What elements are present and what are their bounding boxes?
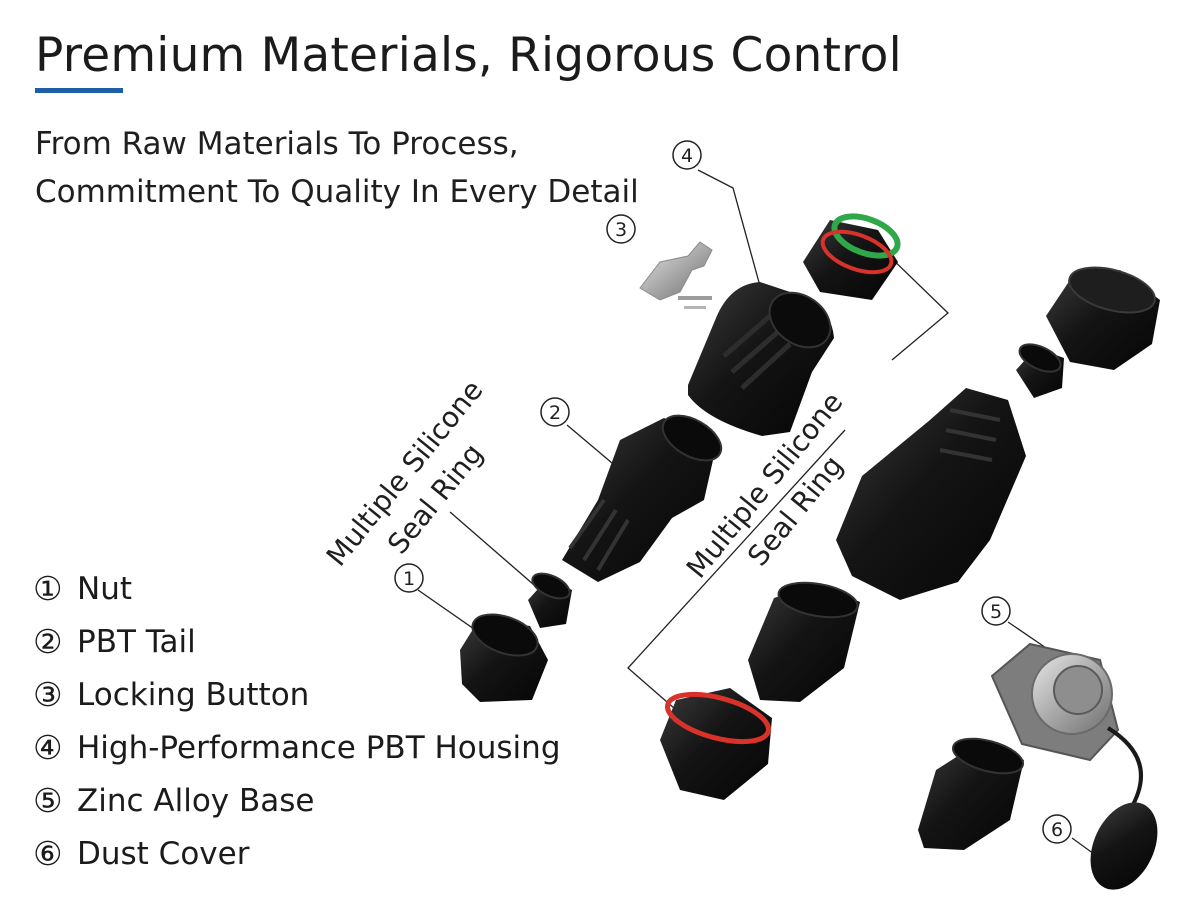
- nut-opening: [471, 613, 539, 657]
- part-item-locking-button: ③ Locking Button: [33, 668, 561, 721]
- badge-nut-number: 1: [403, 568, 415, 590]
- badge-cover: 6: [1042, 814, 1072, 844]
- badge-tail-number: 2: [549, 402, 561, 424]
- green-seal-ring: [831, 213, 901, 259]
- nut-part: [460, 613, 548, 702]
- part-label: Locking Button: [77, 676, 310, 713]
- page-title: Premium Materials, Rigorous Control: [35, 28, 902, 83]
- seal-callout-left: Multiple Silicone Seal Ring: [320, 374, 490, 573]
- badge-button-number: 3: [615, 219, 627, 241]
- leader-line-seal-left: [449, 511, 542, 592]
- receptacle-ridges: [939, 408, 1001, 462]
- receptacle-body-part: [836, 388, 1026, 600]
- small-seal-right-part: [1016, 343, 1064, 398]
- badge-cover-number: 6: [1051, 819, 1063, 841]
- part-label: Nut: [77, 570, 132, 607]
- part-number: ②: [33, 622, 63, 661]
- tail-ridges: [568, 498, 630, 572]
- part-label: PBT Tail: [77, 623, 196, 660]
- badge-tail: 2: [540, 397, 570, 427]
- dust-cover-cap: [1090, 802, 1158, 890]
- red-seal-ring-lower: [665, 691, 771, 745]
- part-number: ⑤: [33, 781, 63, 820]
- part-number: ④: [33, 728, 63, 767]
- pbt-tail-part: [562, 414, 723, 582]
- base-bore: [1053, 665, 1103, 715]
- housing-opening: [768, 291, 832, 349]
- housing-ribs: [722, 314, 792, 390]
- lower-seal-insert-part: [660, 688, 772, 800]
- badge-base-number: 5: [990, 601, 1002, 623]
- leader-line-tail: [566, 424, 613, 464]
- dust-cover-tether: [1106, 726, 1143, 812]
- badge-base: 5: [981, 596, 1011, 626]
- part-item-pbt-tail: ② PBT Tail: [33, 615, 561, 668]
- tail-body: [562, 418, 718, 582]
- receptacle-body: [836, 388, 1026, 600]
- parts-list: ① Nut ② PBT Tail ③ Locking Button ④ High…: [33, 562, 561, 880]
- small-seal-left-part: [528, 572, 572, 628]
- part-label: Zinc Alloy Base: [77, 782, 315, 819]
- title-accent-bar: [35, 88, 123, 93]
- badge-nut: 1: [394, 563, 424, 593]
- locking-button-clip: [639, 241, 713, 301]
- upper-seal-insert-part: [803, 213, 901, 300]
- lower-plug-part: [918, 737, 1024, 850]
- part-label: Dust Cover: [77, 835, 250, 872]
- part-item-housing: ④ High-Performance PBT Housing: [33, 721, 561, 774]
- part-number: ⑥: [33, 834, 63, 873]
- part-item-zinc-base: ⑤ Zinc Alloy Base: [33, 774, 561, 827]
- top-cap-part: [1046, 266, 1160, 370]
- part-item-nut: ① Nut: [33, 562, 561, 615]
- part-item-dust-cover: ⑥ Dust Cover: [33, 827, 561, 880]
- locking-button-pin: [684, 306, 706, 309]
- mid-plug-part: [748, 581, 860, 702]
- dust-cover-part: [1090, 726, 1158, 890]
- part-number: ③: [33, 675, 63, 714]
- subtitle: From Raw Materials To Process, Commitmen…: [35, 120, 639, 216]
- subtitle-line-1: From Raw Materials To Process,: [35, 126, 519, 162]
- locking-button-part: [639, 241, 713, 309]
- badge-button: 3: [606, 214, 636, 244]
- housing-part: [688, 282, 834, 436]
- red-seal-ring-upper: [820, 229, 894, 275]
- part-label: High-Performance PBT Housing: [77, 729, 561, 766]
- badge-housing: 4: [672, 140, 702, 170]
- tail-opening: [661, 414, 723, 462]
- locking-button-spring: [678, 296, 712, 300]
- part-number: ①: [33, 569, 63, 608]
- leader-line-seal-upper: [884, 251, 949, 361]
- badge-housing-number: 4: [681, 145, 693, 167]
- zinc-base-part: [990, 642, 1120, 762]
- leader-line-housing: [697, 169, 761, 287]
- subtitle-line-2: Commitment To Quality In Every Detail: [35, 174, 639, 210]
